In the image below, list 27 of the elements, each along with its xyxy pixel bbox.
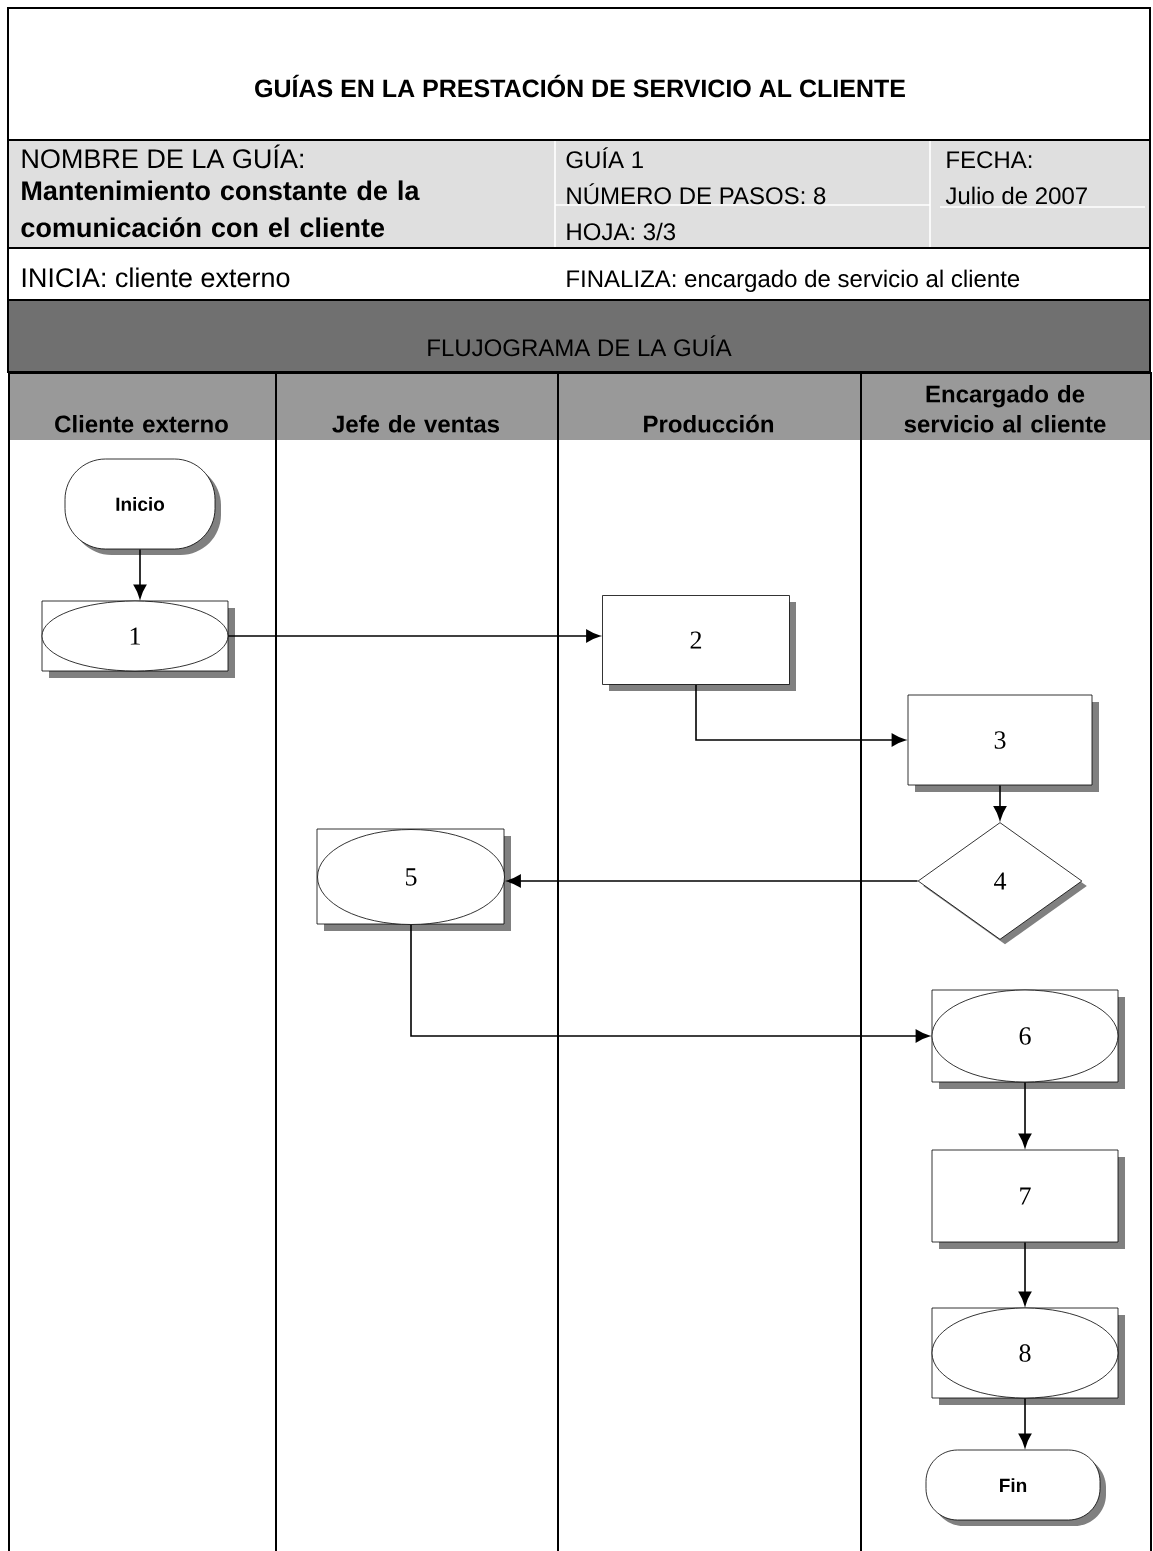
arrow	[133, 548, 147, 599]
form-label: FECHA:	[947, 151, 1032, 169]
arrow	[695, 684, 906, 747]
arrow	[1018, 1397, 1032, 1448]
arrow	[410, 924, 930, 1043]
form-label: NÚMERO DE PASOS: 8	[567, 183, 826, 205]
form-value: Julio de 2007	[945, 186, 1087, 205]
process-box: 7	[931, 1149, 1125, 1249]
arrow	[993, 784, 1007, 821]
process-oval: 8	[931, 1307, 1125, 1405]
form-label: GUÍA 1	[566, 147, 643, 169]
arrow	[1018, 1081, 1032, 1148]
process-oval: 5	[316, 828, 511, 931]
title: GUÍAS EN LA PRESTACIÓN DE SERVICIO AL CLIENTE	[255, 74, 905, 98]
arrow	[506, 874, 919, 888]
process-oval: 1	[41, 600, 235, 678]
band-heading: FLUJOGRAMA DE LA GUÍA	[428, 335, 732, 357]
form-label: INICIA: cliente externo	[22, 267, 290, 288]
process-oval: 6	[931, 989, 1125, 1089]
form-label: NOMBRE DE LA GUÍA:	[22, 144, 303, 169]
arrow	[227, 629, 601, 643]
arrow	[1018, 1241, 1032, 1306]
guide-name: Mantenimiento constante de la comunicación con el cliente	[21, 180, 420, 238]
process-box: 3	[907, 694, 1099, 792]
form-label: HOJA: 3/3	[567, 222, 676, 241]
process-box: 2	[602, 595, 796, 691]
form-label: FINALIZA: encargado de servicio al cliente	[567, 269, 1020, 292]
